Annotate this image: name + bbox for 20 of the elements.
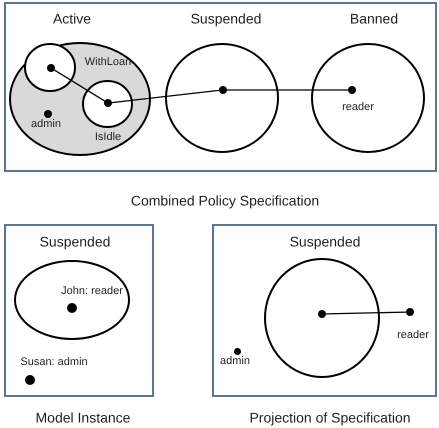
point-label: admin [31, 118, 61, 130]
panel-caption: Model Instance [36, 410, 130, 426]
point-label: admin [220, 354, 250, 368]
connector-line [54, 70, 105, 102]
state-name: IsIdle [94, 130, 122, 144]
point-label: Susan: admin [20, 356, 88, 368]
panel-caption: Projection of Specification [249, 410, 411, 426]
point-label: reader [342, 100, 374, 114]
point-label: John: reader [61, 284, 123, 298]
state-name: Active [52, 11, 92, 27]
connector-line [326, 311, 406, 315]
connector-line [112, 90, 220, 104]
state-name: Suspended [40, 234, 110, 250]
connector-line [227, 89, 348, 91]
state-name: Suspended [190, 11, 262, 27]
panel-caption: Combined Policy Specification [130, 193, 320, 209]
point-label: reader [397, 328, 429, 342]
state-name: WithLoan [84, 56, 132, 68]
state-name: Banned [350, 11, 398, 27]
state-name: Suspended [290, 234, 360, 250]
